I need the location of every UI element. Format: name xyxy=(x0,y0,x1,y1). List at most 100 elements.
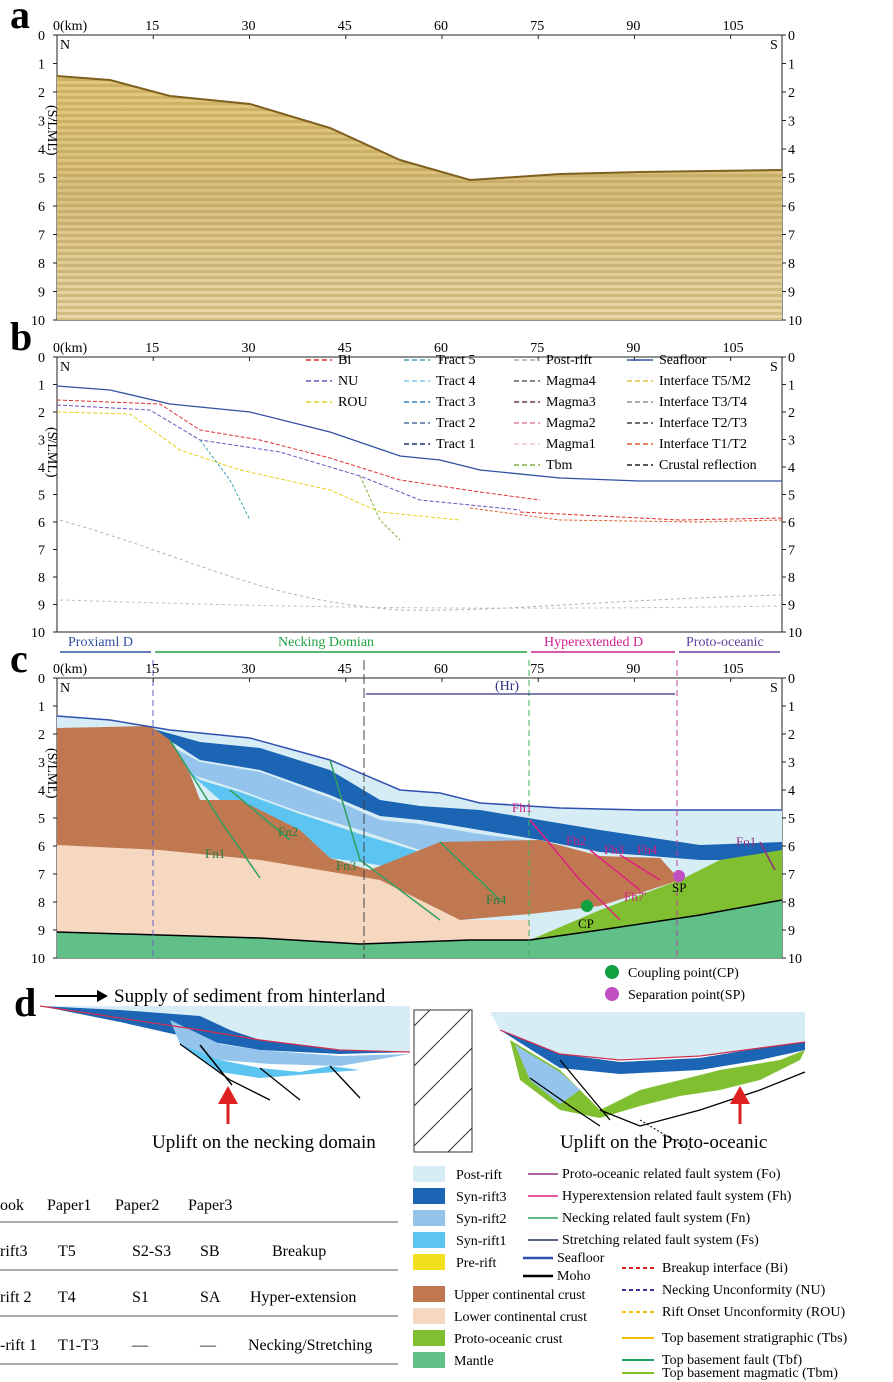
panel-b-y-tick-label-right: 8 xyxy=(788,571,795,586)
panel-c-x-tick-label: 0(km) xyxy=(53,662,88,677)
uplift-arrow-icon-left xyxy=(218,1086,238,1104)
panel-b-x-tick-label: 30 xyxy=(241,341,255,356)
table-cell: T1-T3 xyxy=(58,1337,99,1354)
fault-label-fh2: Fh2 xyxy=(566,833,586,848)
panel-c-y-tick-label-right: 8 xyxy=(788,896,795,911)
panel-c-x-tick-label: 75 xyxy=(530,662,544,677)
panel-a-y-tick-label-right: 9 xyxy=(788,286,795,301)
panel-c-x-tick-label: 45 xyxy=(338,662,352,677)
panel-a-y-tick-label: 6 xyxy=(38,200,45,215)
legend-line-label: Necking related fault system (Fn) xyxy=(562,1211,751,1226)
legend-b-label: Tbm xyxy=(546,458,573,473)
legend-b-label: Interface T5/M2 xyxy=(659,374,751,389)
fault-label-fn3: Fn3 xyxy=(336,858,356,873)
legend-b-label: NU xyxy=(338,374,358,389)
domain-label-necking: Necking Domian xyxy=(278,635,374,650)
table-cell: SB xyxy=(200,1243,220,1260)
panel-d-schematic xyxy=(39,990,806,1153)
fault-label-fh7: Fh7' xyxy=(624,889,647,904)
panel-a-y-tick-label: 2 xyxy=(38,86,45,101)
panel-c-y-tick-label: 0 xyxy=(38,672,45,687)
panel-b-y-tick-label: 0 xyxy=(38,351,45,366)
legend-b-label: Post-rift xyxy=(546,353,592,368)
panel-b-y-tick-label: 6 xyxy=(38,516,45,531)
legend-fill-label: Upper continental crust xyxy=(454,1288,586,1303)
panel-b-y-tick-label: 10 xyxy=(31,626,45,641)
supply-caption: Supply of sediment from hinterland xyxy=(114,986,386,1007)
legend-b-label: Tract 1 xyxy=(436,437,476,452)
section-legend: Post-riftSyn-rift3Syn-rift2Syn-rift1Pre-… xyxy=(413,1166,848,1381)
panel-c-y-tick-label-right: 7 xyxy=(788,868,795,883)
table-cell: rift3 xyxy=(0,1243,28,1260)
legend-line-label: Moho xyxy=(557,1269,590,1284)
panel-c-y-tick-label: 9 xyxy=(38,924,45,939)
table-header-cell: Paper3 xyxy=(188,1197,232,1214)
legend-line-label: Hyperextension related fault system (Fh) xyxy=(562,1189,792,1204)
panel-a-y-tick-label: 8 xyxy=(38,257,45,272)
legend-dashed-label: Top basement stratigraphic (Tbs) xyxy=(662,1331,848,1346)
fault-label-fo1: Fo1 xyxy=(736,834,756,849)
panel-label-c: c xyxy=(10,636,28,681)
panel-c-y-tick-label-right: 2 xyxy=(788,728,795,743)
panel-a-y-tick-label-right: 2 xyxy=(788,86,795,101)
cp-legend-marker xyxy=(605,965,619,979)
table-cell: — xyxy=(199,1337,217,1354)
legend-b-label: Magma4 xyxy=(546,374,596,389)
panel-c-y-tick-label-right: 10 xyxy=(788,952,802,967)
panel-c-north-label: N xyxy=(60,681,70,696)
legend-dashed-label: Necking Unconformity (NU) xyxy=(662,1283,826,1298)
panel-label-d: d xyxy=(14,980,36,1025)
panel-b-y-tick-label: 7 xyxy=(38,544,45,559)
panel-c-y-tick-label: 8 xyxy=(38,896,45,911)
legend-fill-label: Syn-rift1 xyxy=(456,1234,507,1249)
fault-label-fn4: Fn4 xyxy=(486,892,507,907)
legend-b-label: Interface T1/T2 xyxy=(659,437,747,452)
cp-label: CP xyxy=(578,916,594,931)
panel-c-south-label: S xyxy=(770,681,778,696)
panel-b-y-tick-label: 9 xyxy=(38,599,45,614)
panel-a-y-tick-label-right: 6 xyxy=(788,200,795,215)
legend-dashed-label: Top basement magmatic (Tbm) xyxy=(662,1366,838,1381)
panel-a-y-tick-label-right: 0 xyxy=(788,29,795,44)
sp-label: SP xyxy=(672,880,686,895)
legend-line-label: Seafloor xyxy=(557,1251,605,1266)
panel-a-y-tick-label-right: 10 xyxy=(788,314,802,329)
panel-a-seismic xyxy=(56,34,783,321)
legend-fill-label: Mantle xyxy=(454,1354,494,1369)
panel-c-y-tick-label-right: 0 xyxy=(788,672,795,687)
legend-fill-label: Proto-oceanic crust xyxy=(454,1332,563,1347)
panel-b-y-tick-label-right: 3 xyxy=(788,434,795,449)
sp-legend-label: Separation point(SP) xyxy=(628,988,745,1003)
panel-c-y-tick-label: 7 xyxy=(38,868,45,883)
legend-fill-swatch xyxy=(413,1286,445,1302)
panel-c-y-tick-label: 3 xyxy=(38,756,45,771)
panel-c-y-tick-label: 6 xyxy=(38,840,45,855)
panel-a-y-tick-label: 3 xyxy=(38,115,45,130)
domain-label-proximal: Proxiaml D xyxy=(68,635,133,650)
panel-b-y-tick-label-right: 9 xyxy=(788,599,795,614)
panel-b-y-tick-label: 3 xyxy=(38,434,45,449)
legend-fill-label: Pre-rift xyxy=(456,1256,497,1271)
legend-fill-label: Post-rift xyxy=(456,1168,502,1183)
panel-a-y-tick-label: 7 xyxy=(38,229,45,244)
uplift-necking-caption: Uplift on the necking domain xyxy=(152,1132,376,1153)
legend-b-label: Tract 5 xyxy=(436,353,476,368)
panel-b-south-label: S xyxy=(770,360,778,375)
legend-b-label: Seafloor xyxy=(659,353,707,368)
legend-b-label: Crustal reflection xyxy=(659,458,757,473)
panel-c-y-tick-label: 10 xyxy=(31,952,45,967)
legend-fill-swatch xyxy=(413,1308,445,1324)
hr-label: (Hr) xyxy=(495,679,519,694)
fault-label-fh1: Fh1 xyxy=(512,800,532,815)
panel-a-y-tick-label: 9 xyxy=(38,286,45,301)
panel-c-y-tick-label-right: 6 xyxy=(788,840,795,855)
legend-fill-swatch xyxy=(413,1352,445,1368)
panel-c-y-tick-label-right: 9 xyxy=(788,924,795,939)
panel-a-x-tick-label: 105 xyxy=(723,19,744,34)
coupling-point-marker xyxy=(581,900,593,912)
cp-legend-label: Coupling point(CP) xyxy=(628,966,739,981)
panel-c-x-tick-label: 60 xyxy=(434,662,448,677)
panel-b-y-tick-label-right: 2 xyxy=(788,406,795,421)
panel-b-y-tick-label-right: 6 xyxy=(788,516,795,531)
